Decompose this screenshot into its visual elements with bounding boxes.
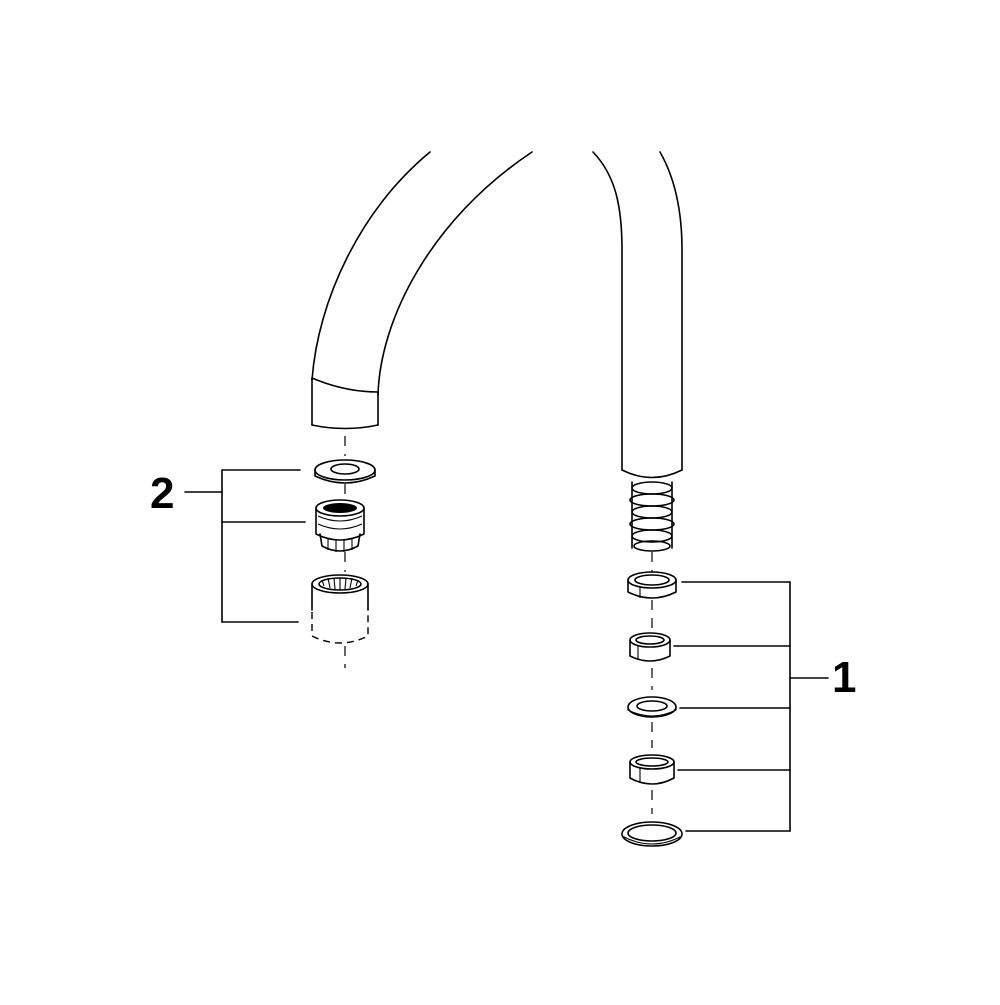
right-spout	[592, 151, 683, 479]
centerlines	[344, 436, 653, 814]
callout-number-2: 2	[150, 469, 175, 518]
part-o-ring	[621, 821, 683, 847]
part-aerator-insert	[315, 499, 365, 552]
part-flat-washer	[627, 696, 677, 718]
part-seal-ring-2	[629, 632, 671, 662]
part-washer-left	[314, 459, 376, 484]
part-seal-ring-1	[627, 571, 677, 599]
callout-bracket-2	[184, 469, 306, 623]
callout-number-1: 1	[832, 653, 857, 702]
part-aerator-housing	[311, 574, 369, 644]
callout-bracket-1	[673, 581, 829, 832]
left-spout	[311, 151, 533, 430]
ribbed-connector	[629, 481, 675, 552]
part-seal-ring-3	[629, 754, 675, 785]
